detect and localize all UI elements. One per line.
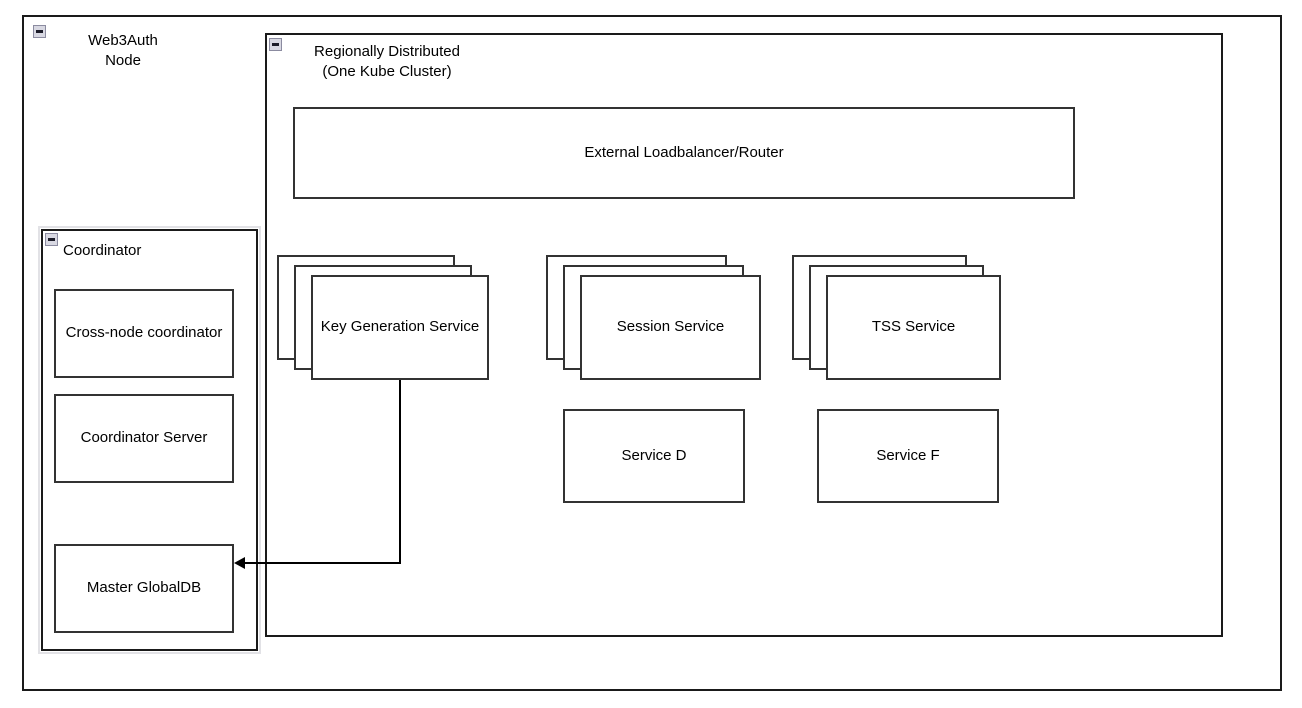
edge-keygen-to-globaldb-arrowhead (234, 557, 245, 569)
node-coordinator-server[interactable]: Coordinator Server (54, 394, 234, 483)
node-cross-node-coordinator[interactable]: Cross-node coordinator (54, 289, 234, 378)
stack-layer-front[interactable]: Key Generation Service (311, 275, 489, 380)
collapse-minus-icon-coordinator[interactable] (45, 233, 58, 246)
node-service-f[interactable]: Service F (817, 409, 999, 503)
collapse-minus-icon-regionally-distributed[interactable] (269, 38, 282, 51)
minus-bar (48, 238, 55, 241)
node-master-globaldb[interactable]: Master GlobalDB (54, 544, 234, 633)
node-service-d[interactable]: Service D (563, 409, 745, 503)
minus-bar (272, 43, 279, 46)
stack-layer-front[interactable]: Session Service (580, 275, 761, 380)
node-external-loadbalancer[interactable]: External Loadbalancer/Router (293, 107, 1075, 199)
collapse-minus-icon-web3auth-node[interactable] (33, 25, 46, 38)
node-stack-session-service[interactable]: Session Service (546, 255, 761, 380)
edge-keygen-to-globaldb-horizontal (243, 562, 401, 564)
node-stack-key-generation-service[interactable]: Key Generation Service (277, 255, 489, 380)
minus-bar (36, 30, 43, 33)
edge-keygen-to-globaldb-vertical (399, 380, 401, 564)
stack-layer-front[interactable]: TSS Service (826, 275, 1001, 380)
node-stack-tss-service[interactable]: TSS Service (792, 255, 1001, 380)
